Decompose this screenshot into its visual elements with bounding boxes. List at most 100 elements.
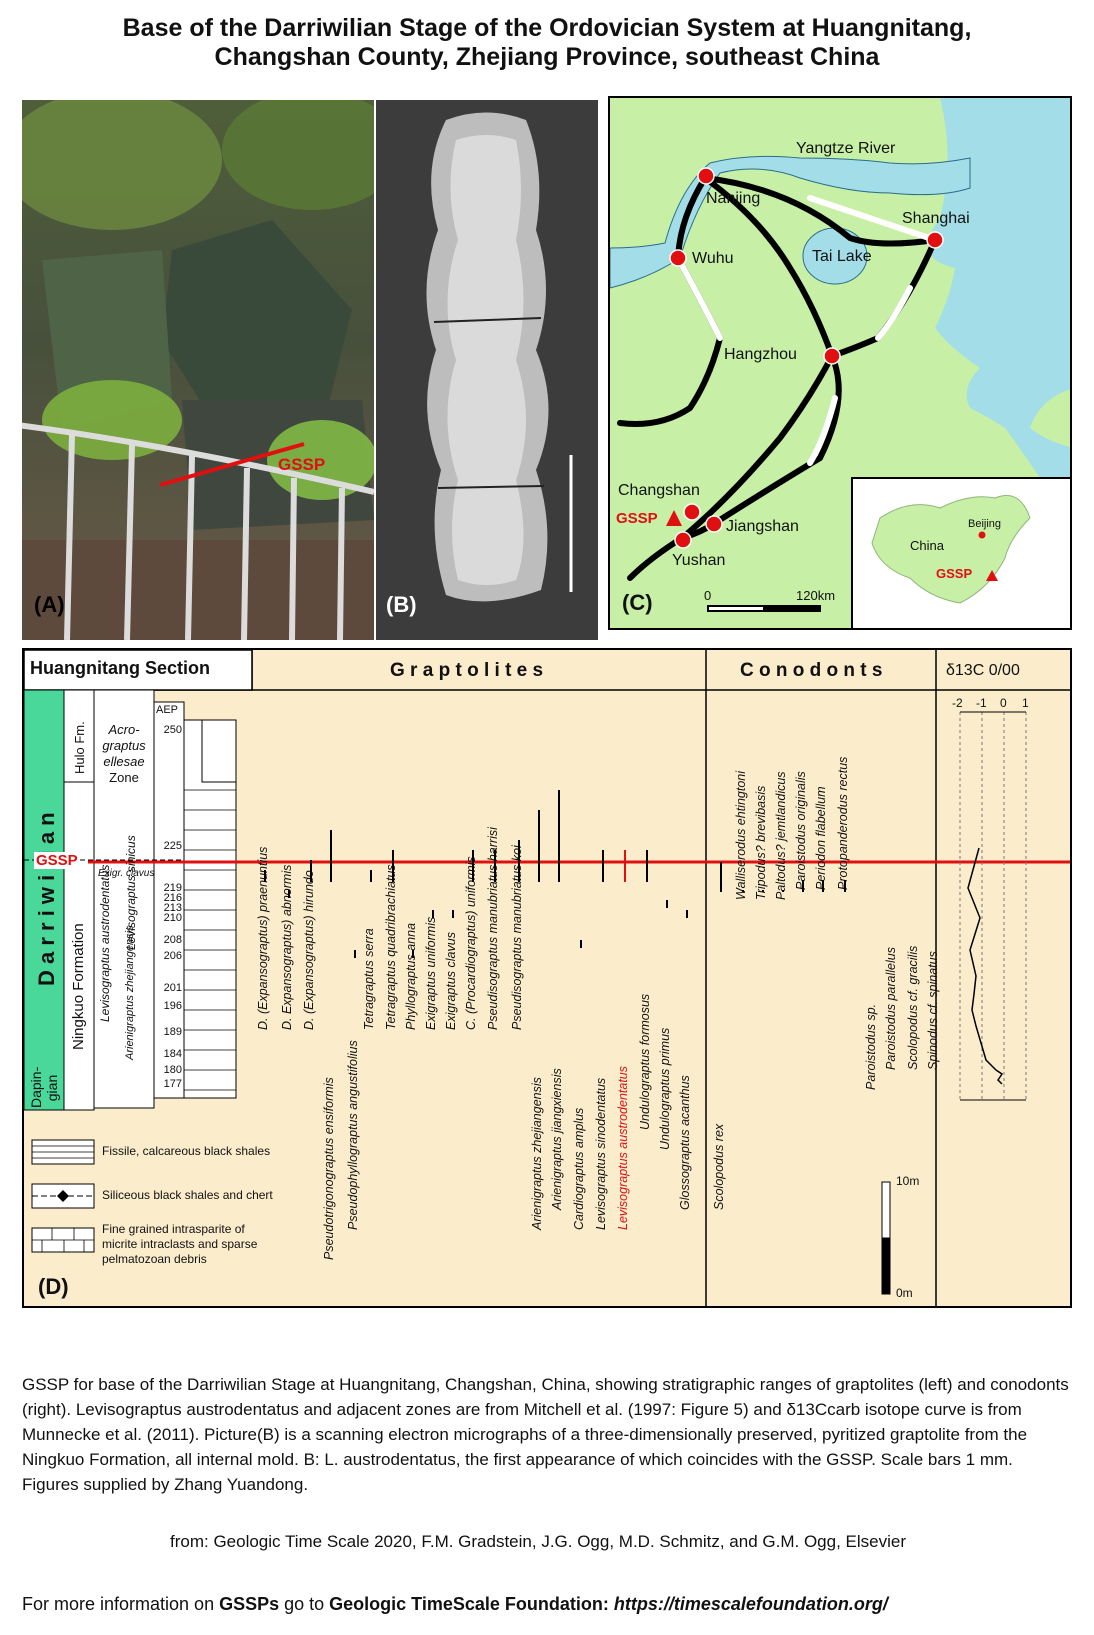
conodont-range-bar	[762, 890, 764, 892]
zone-acro-line2: graptus	[102, 738, 146, 753]
label-wuhu: Wuhu	[692, 250, 734, 267]
graptolite-taxon-name: Exigraptus clavus	[444, 932, 458, 1030]
d13c-curve	[967, 847, 1004, 1085]
graptolite-range-bar	[354, 950, 356, 958]
graptolite-range-bar	[558, 790, 560, 882]
section-title: Huangnitang Section	[30, 658, 210, 678]
graptolites-header: G r a p t o l i t e s	[390, 660, 544, 681]
graptolite-taxon-name: D. (Expansograptus) hirundo	[302, 870, 316, 1030]
graptolite-range-bar	[602, 850, 604, 882]
d13c-tick-2: -1	[976, 696, 987, 710]
graptolite-taxon-name: Arienigraptus zhejiangensis	[530, 1077, 544, 1230]
graptolite-taxon-name: Exigraptus uniformis	[424, 916, 438, 1030]
graptolite-range-bar	[452, 910, 454, 918]
conodont-taxon-name: Paroistodus parallelus	[884, 947, 898, 1070]
graptolite-range-bar	[646, 850, 648, 882]
aep-tick: 216	[163, 892, 182, 904]
graptolite-taxon-name: Levisograptus sinodentatus	[594, 1077, 608, 1230]
scale-10m: 10m	[896, 1174, 920, 1188]
zone-arienigraptus: Arienigraptus zhejiangensis	[124, 925, 136, 1060]
graptolite-range-bar	[264, 870, 266, 882]
label-tai-lake: Tai Lake	[812, 248, 872, 265]
title-line-1: Base of the Darriwilian Stage of the Ord…	[122, 14, 972, 42]
zone-acrograptus: Acro- graptus ellesae Zone	[98, 722, 150, 786]
fm-ningkuo: Ningkuo Formation	[70, 923, 87, 1050]
more-info: For more information on GSSPs go to Geol…	[22, 1594, 888, 1615]
conodont-taxon-name: Tripodus? brevibasis	[754, 785, 768, 900]
graptolite-taxon-name: Undulograptus formosus	[638, 993, 652, 1130]
more-info-url[interactable]: https://timescalefoundation.org/	[613, 1594, 888, 1614]
aep-tick: 225	[163, 840, 182, 852]
stage-darriwilian: D a r r i w i l i a n	[34, 812, 59, 986]
graptolite-range-bar	[580, 940, 582, 948]
conodont-taxon-name: Paltodus? jemtlandicus	[774, 771, 788, 900]
conodont-range-bar	[782, 890, 784, 892]
aep-tick: 208	[163, 934, 182, 946]
graptolite-range-bar	[538, 810, 540, 882]
graptolite-taxon-name: Tetragraptus serra	[362, 928, 376, 1030]
outcrop-photo	[22, 100, 374, 640]
figure-caption: GSSP for base of the Darriwilian Stage a…	[22, 1375, 1069, 1494]
zone-exigr-clavus: Exigr. clavus	[98, 868, 155, 879]
graptolite-micrograph	[376, 100, 598, 640]
label-yangtze-river: Yangtze River	[796, 140, 896, 157]
conodont-taxon-name: Scolopodus cf. gracilis	[906, 945, 920, 1070]
d13c-header: δ13C 0/00	[946, 662, 1020, 679]
graptolite-range-bar	[370, 870, 372, 882]
chart-frame	[24, 650, 1070, 1306]
zone-acro-line1: Acro-	[108, 722, 140, 737]
label-hangzhou: Hangzhou	[724, 346, 797, 363]
aep-tick: 189	[163, 1026, 182, 1038]
graptolite-taxon-name: Undulograptus primus	[658, 1027, 672, 1150]
graptolite-range-bar	[412, 950, 414, 958]
graptolite-range-bar	[666, 900, 668, 908]
conodont-taxon-name: Periodon flabellum	[814, 786, 828, 890]
gssp-label-a: GSSP	[278, 455, 326, 474]
stage-dapingian: Dapin-gian	[28, 1066, 60, 1108]
panel-d-label: (D)	[38, 1274, 69, 1299]
aep-label: AEP	[156, 704, 179, 716]
graptolite-range-bar	[288, 890, 290, 898]
more-info-foundation: Geologic TimeScale Foundation:	[329, 1594, 614, 1614]
zone-austrodentatus: Levisograptus austrodentatus	[98, 864, 112, 1022]
zone-acro-line4: Zone	[109, 770, 139, 785]
graptolite-taxon-name: D. Expansograptus) abnormis	[280, 864, 294, 1030]
aep-tick: 201	[163, 982, 182, 994]
panel-d-chart: Huangnitang Section G r a p t o l i t e …	[22, 648, 1072, 1308]
scale-label-0: 0	[704, 588, 712, 603]
conodont-taxon-name: Spinodus cf. spinatus	[926, 951, 940, 1070]
fm-hulo: Hulo Fm.	[72, 721, 87, 774]
graptolite-range-bar	[494, 850, 496, 882]
conodont-taxon-name: Walliserodus ehtingtoni	[734, 770, 748, 900]
more-info-middle: go to	[279, 1594, 330, 1614]
graptolite-taxon-name: Pseudotrigonograptus ensiformis	[322, 1077, 336, 1260]
inset-beijing: Beijing	[968, 518, 1002, 530]
conodont-range-bar	[720, 862, 722, 892]
source-citation: from: Geologic Time Scale 2020, F.M. Gra…	[170, 1532, 906, 1551]
d13c-tick-4: 1	[1022, 696, 1029, 710]
d13c-tick-3: 0	[1000, 696, 1007, 710]
page-title: Base of the Darriwilian Stage of the Ord…	[0, 14, 1094, 72]
conodonts-header: C o n o d o n t s	[740, 660, 883, 681]
graptolite-taxon-name: Tetragraptus quadribrachiatus	[384, 864, 398, 1030]
aep-tick: 180	[163, 1064, 182, 1076]
graptolite-range-bar	[310, 860, 312, 882]
label-nanjing: Nanjing	[706, 190, 761, 207]
gssp-triangle	[666, 510, 682, 526]
graptolite-taxon-name: Glossograptus acanthus	[678, 1075, 692, 1210]
panel-c-label: (C)	[622, 590, 653, 615]
graptolite-taxon-name: Pseudisograptus manubriatus koi	[510, 845, 524, 1030]
panel-c-map: Yangtze River Nanjing Shanghai Wuhu Tai …	[608, 96, 1072, 630]
aep-tick: 210	[163, 912, 182, 924]
aep-tick: 250	[163, 724, 182, 736]
panel-b-label: (B)	[386, 592, 417, 617]
graptolite-taxon-name: Phyllograptus anna	[404, 922, 418, 1030]
graptolite-range-bar	[518, 840, 520, 882]
aep-tick: 196	[163, 1000, 182, 1012]
graptolite-range-bar	[330, 830, 332, 882]
location-map	[610, 98, 1070, 628]
conodont-range-bar	[822, 880, 824, 892]
conodont-taxon-name: Paroistodus sp.	[864, 1003, 878, 1090]
panel-b-sem: (B)	[376, 100, 598, 640]
city-markers	[669, 167, 944, 549]
